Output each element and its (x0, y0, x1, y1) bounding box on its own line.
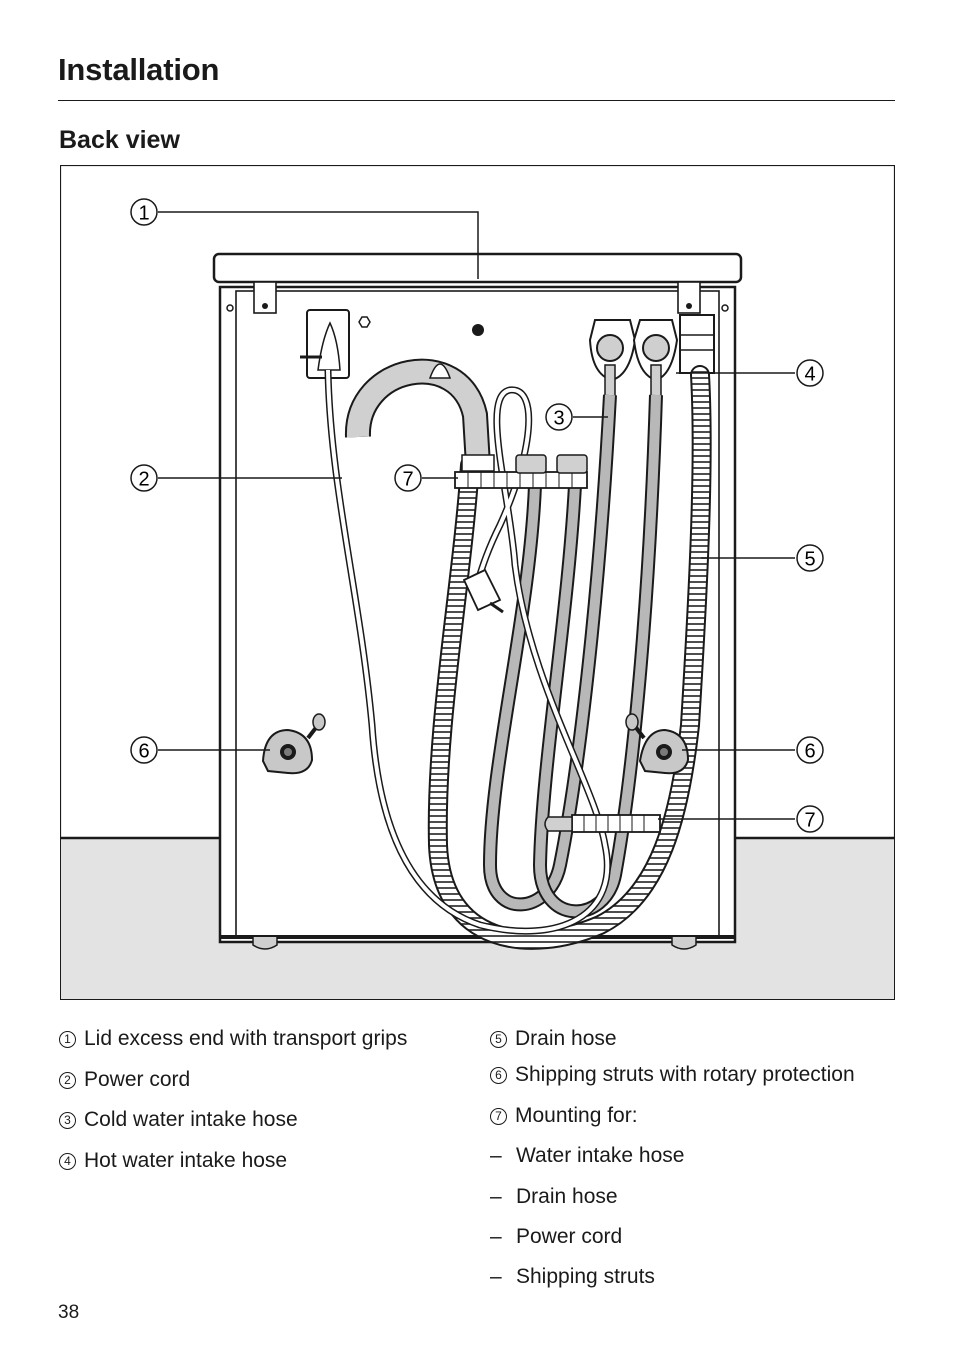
legend-num: 3 (59, 1111, 76, 1129)
legend-num: 1 (59, 1030, 76, 1048)
svg-text:6: 6 (138, 741, 149, 763)
title-rule (58, 100, 895, 101)
callout-7-upper: 7 (394, 464, 422, 492)
shipping-strut-right (625, 713, 690, 775)
upper-mounting (454, 454, 588, 489)
callout-5: 5 (796, 544, 824, 572)
svg-text:7: 7 (804, 810, 815, 832)
svg-text:1: 1 (138, 203, 149, 225)
cord-holder (300, 309, 350, 379)
legend-num: 5 (490, 1030, 507, 1048)
svg-text:5: 5 (804, 549, 815, 571)
lower-mounting (544, 814, 661, 833)
svg-text:7: 7 (402, 469, 413, 491)
legend-subitem: –Drain hose (490, 1185, 618, 1208)
legend-subitem: –Power cord (490, 1225, 623, 1248)
svg-text:3: 3 (553, 408, 564, 430)
inlet-valves (588, 314, 715, 398)
plug (462, 568, 504, 614)
leader-lines (158, 211, 795, 820)
page-number: 38 (58, 1302, 80, 1323)
svg-text:4: 4 (804, 364, 815, 386)
legend-subitem: –Water intake hose (490, 1144, 685, 1167)
shipping-strut-left (261, 713, 326, 775)
section-title: Back view (59, 126, 180, 154)
svg-text:6: 6 (804, 741, 815, 763)
callout-2: 2 (130, 464, 158, 492)
callout-1: 1 (130, 198, 158, 226)
back-view-diagram: 1 2 3 4 5 6 6 7 7 (60, 165, 895, 1000)
legend-num: 6 (490, 1066, 507, 1084)
callout-3: 3 (545, 403, 573, 431)
svg-text:2: 2 (138, 469, 149, 491)
callout-7-lower: 7 (796, 805, 824, 833)
legend-num: 4 (59, 1152, 76, 1170)
page-title: Installation (58, 52, 220, 87)
callout-4: 4 (796, 359, 824, 387)
legend-subitem: –Shipping struts (490, 1265, 655, 1288)
legend-num: 2 (59, 1071, 76, 1089)
callout-6-left: 6 (130, 736, 158, 764)
legend-num: 7 (490, 1107, 507, 1125)
callout-6-right: 6 (796, 736, 824, 764)
